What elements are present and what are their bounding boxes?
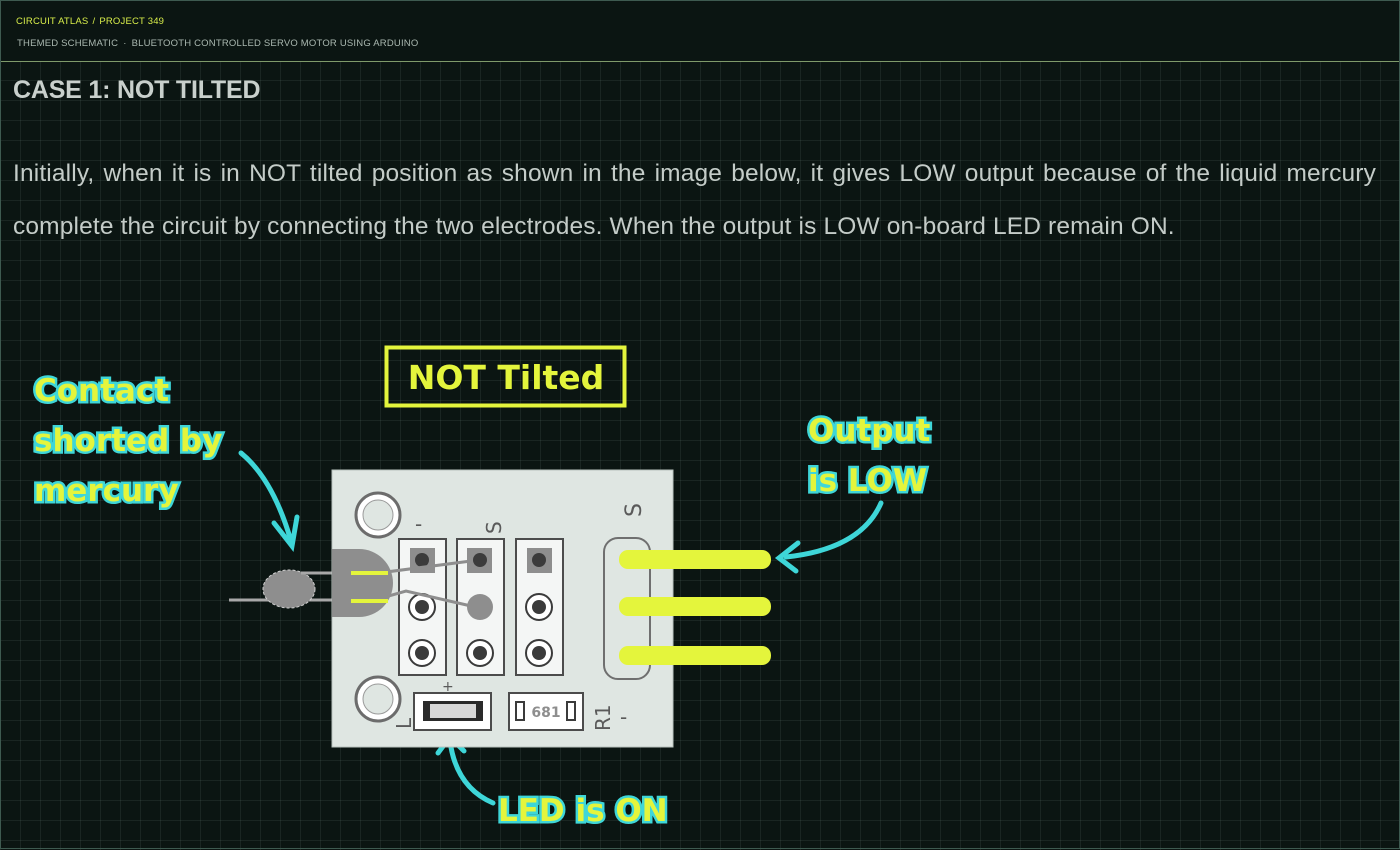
pin-block-1 — [398, 538, 447, 676]
onboard-led — [413, 692, 492, 731]
page-header: CIRCUIT ATLAS/PROJECT 349 THEMED SCHEMAT… — [1, 1, 1399, 62]
subtitle-title: BLUETOOTH CONTROLLED SERVO MOTOR USING A… — [131, 38, 419, 49]
contact-arrow — [238, 450, 300, 552]
led-label: LED is ON — [498, 793, 668, 829]
mercury-switch — [229, 569, 336, 609]
silk-plus: + — [442, 679, 454, 695]
contact-label-line3: mercury — [34, 473, 179, 509]
pin-block-2 — [456, 538, 505, 676]
output-label-line1: Output — [808, 413, 931, 449]
silk-minus-bottom: - — [620, 705, 627, 729]
silk-minus-top: - — [415, 512, 422, 536]
state-label: NOT Tilted — [408, 358, 605, 397]
section-paragraph: Initially, when it is in NOT tilted posi… — [13, 160, 1376, 240]
resistor-r1: 681 — [508, 692, 584, 731]
subtitle-kind: THEMED SCHEMATIC — [17, 38, 119, 49]
output-pins — [619, 550, 771, 665]
silk-l: L — [392, 717, 416, 729]
pcb-board — [331, 469, 674, 748]
silk-s-right: S — [622, 503, 647, 517]
breadcrumb-separator: / — [92, 16, 96, 27]
contact-label-line1: Contact — [34, 373, 169, 409]
switch-leads — [351, 571, 388, 603]
output-label-line2: is LOW — [808, 463, 927, 499]
tilt-switch-body — [332, 549, 393, 617]
breadcrumb-project[interactable]: PROJECT 349 — [99, 16, 165, 27]
mercury-bulb — [262, 569, 316, 609]
page-subtitle: THEMED SCHEMATIC · BLUETOOTH CONTROLLED SE… — [17, 38, 418, 49]
resistor-code: 681 — [531, 705, 560, 721]
state-label-box — [384, 345, 627, 408]
contact-label-line2: shorted by — [34, 423, 222, 459]
led-arrow — [435, 733, 496, 806]
switch-traces — [370, 559, 472, 608]
mounting-hole-top — [354, 491, 402, 539]
subtitle-separator: · — [123, 38, 127, 49]
output-connector — [603, 537, 651, 680]
silk-r1: R1 — [591, 704, 615, 731]
section-title: CASE 1: NOT TILTED — [13, 76, 261, 104]
breadcrumb-site[interactable]: CIRCUIT ATLAS — [16, 16, 89, 27]
output-arrow — [774, 500, 884, 574]
mounting-hole-bottom — [354, 675, 402, 723]
breadcrumb: CIRCUIT ATLAS/PROJECT 349 — [16, 16, 164, 27]
pin-block-3 — [515, 538, 564, 676]
silk-s-mid: S — [482, 521, 506, 534]
